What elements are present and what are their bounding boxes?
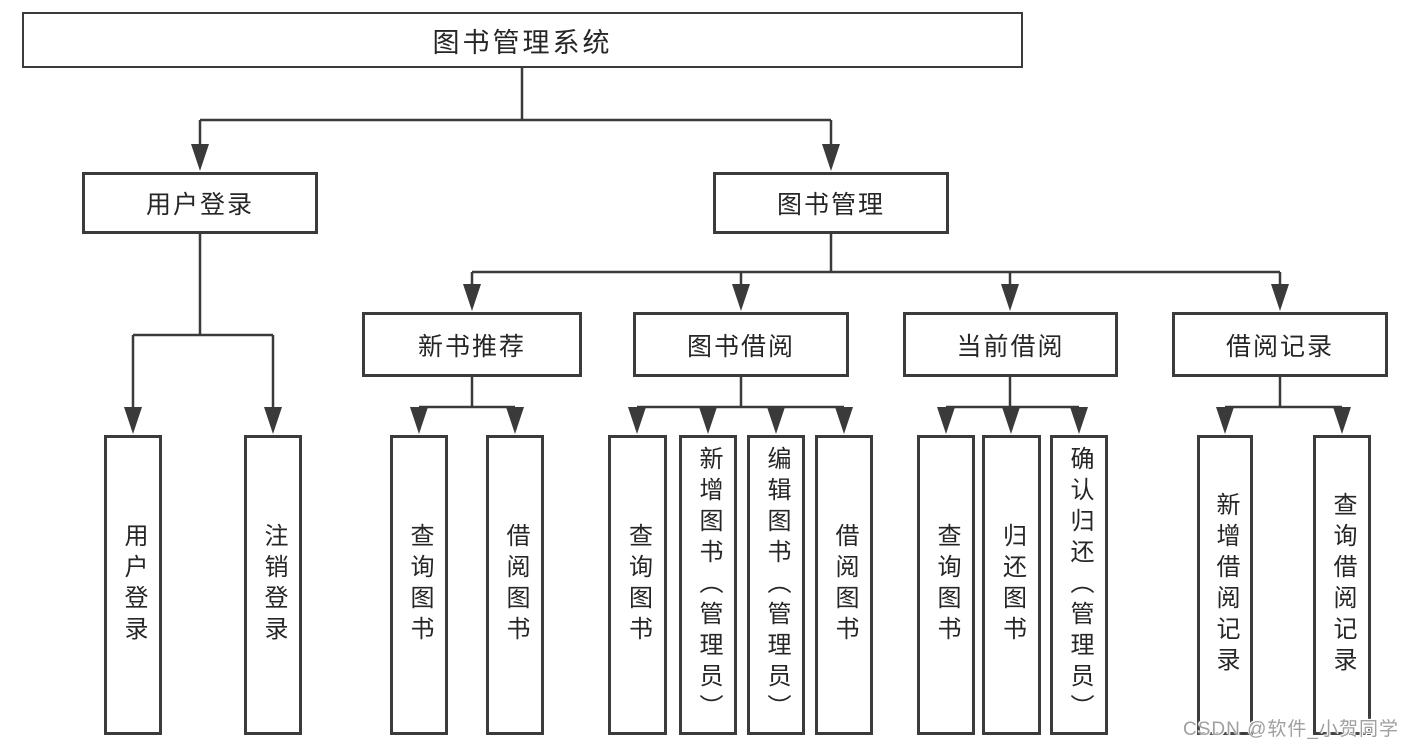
node-book-borrow: 图书借阅 (633, 312, 849, 377)
watermark: CSDN @软件_小贺同学 (1183, 719, 1399, 740)
connector-root (191, 68, 840, 171)
node-label: 当前借阅 (956, 332, 1065, 361)
node-label: 借阅图书 (831, 523, 858, 647)
node-leaf-logout: 注销登录 (244, 435, 302, 735)
node-leaf-return-book: 归还图书 (982, 435, 1041, 735)
node-new-book-recommend: 新书推荐 (362, 312, 582, 377)
node-leaf-borrow-books-2: 借阅图书 (815, 435, 873, 735)
node-root: 图书管理系统 (22, 12, 1023, 68)
node-label: 用户登录 (145, 191, 254, 219)
node-label: 确认归还（管理员） (1066, 445, 1093, 725)
connector-book-borrow (628, 377, 853, 434)
node-label: 归还图书 (998, 523, 1026, 647)
node-label: 图书管理 (776, 191, 885, 219)
node-leaf-borrow-books-1: 借阅图书 (486, 435, 544, 735)
node-leaf-confirm-return-admin: 确认归还（管理员） (1050, 435, 1108, 735)
node-leaf-query-books-2: 查询图书 (608, 435, 667, 735)
connector-current-borrow (937, 377, 1088, 434)
connector-user-login (124, 234, 282, 434)
node-label: 查询图书 (624, 523, 652, 647)
node-label: 新增图书（管理员） (695, 445, 722, 725)
connector-book-management (463, 234, 1289, 311)
node-label: 借阅记录 (1225, 332, 1334, 361)
node-leaf-query-borrow-record: 查询借阅记录 (1313, 435, 1371, 735)
node-label: 查询借阅记录 (1329, 492, 1356, 678)
node-leaf-add-book-admin: 新增图书（管理员） (679, 435, 737, 735)
node-label: 编辑图书（管理员） (763, 445, 790, 725)
node-current-borrow: 当前借阅 (903, 312, 1118, 377)
node-leaf-user-login: 用户登录 (104, 435, 162, 735)
node-book-management: 图书管理 (713, 172, 949, 234)
node-leaf-edit-book-admin: 编辑图书（管理员） (747, 435, 805, 735)
node-label: 新增借阅记录 (1212, 492, 1239, 678)
node-borrow-records: 借阅记录 (1172, 312, 1388, 377)
node-label: 查询图书 (406, 523, 433, 647)
node-label: 图书管理系统 (432, 27, 613, 58)
node-label: 图书借阅 (686, 332, 795, 361)
node-label: 注销登录 (260, 523, 287, 647)
node-leaf-query-books-1: 查询图书 (390, 435, 448, 735)
node-label: 查询图书 (933, 523, 960, 647)
connector-borrow-records (1216, 377, 1351, 434)
node-leaf-query-books-3: 查询图书 (917, 435, 975, 735)
node-label: 新书推荐 (417, 332, 526, 361)
connector-new-book-recommend (410, 377, 524, 434)
node-user-login: 用户登录 (82, 172, 318, 234)
node-leaf-add-borrow-record: 新增借阅记录 (1197, 435, 1253, 735)
node-label: 借阅图书 (502, 523, 529, 647)
node-label: 用户登录 (120, 523, 147, 647)
